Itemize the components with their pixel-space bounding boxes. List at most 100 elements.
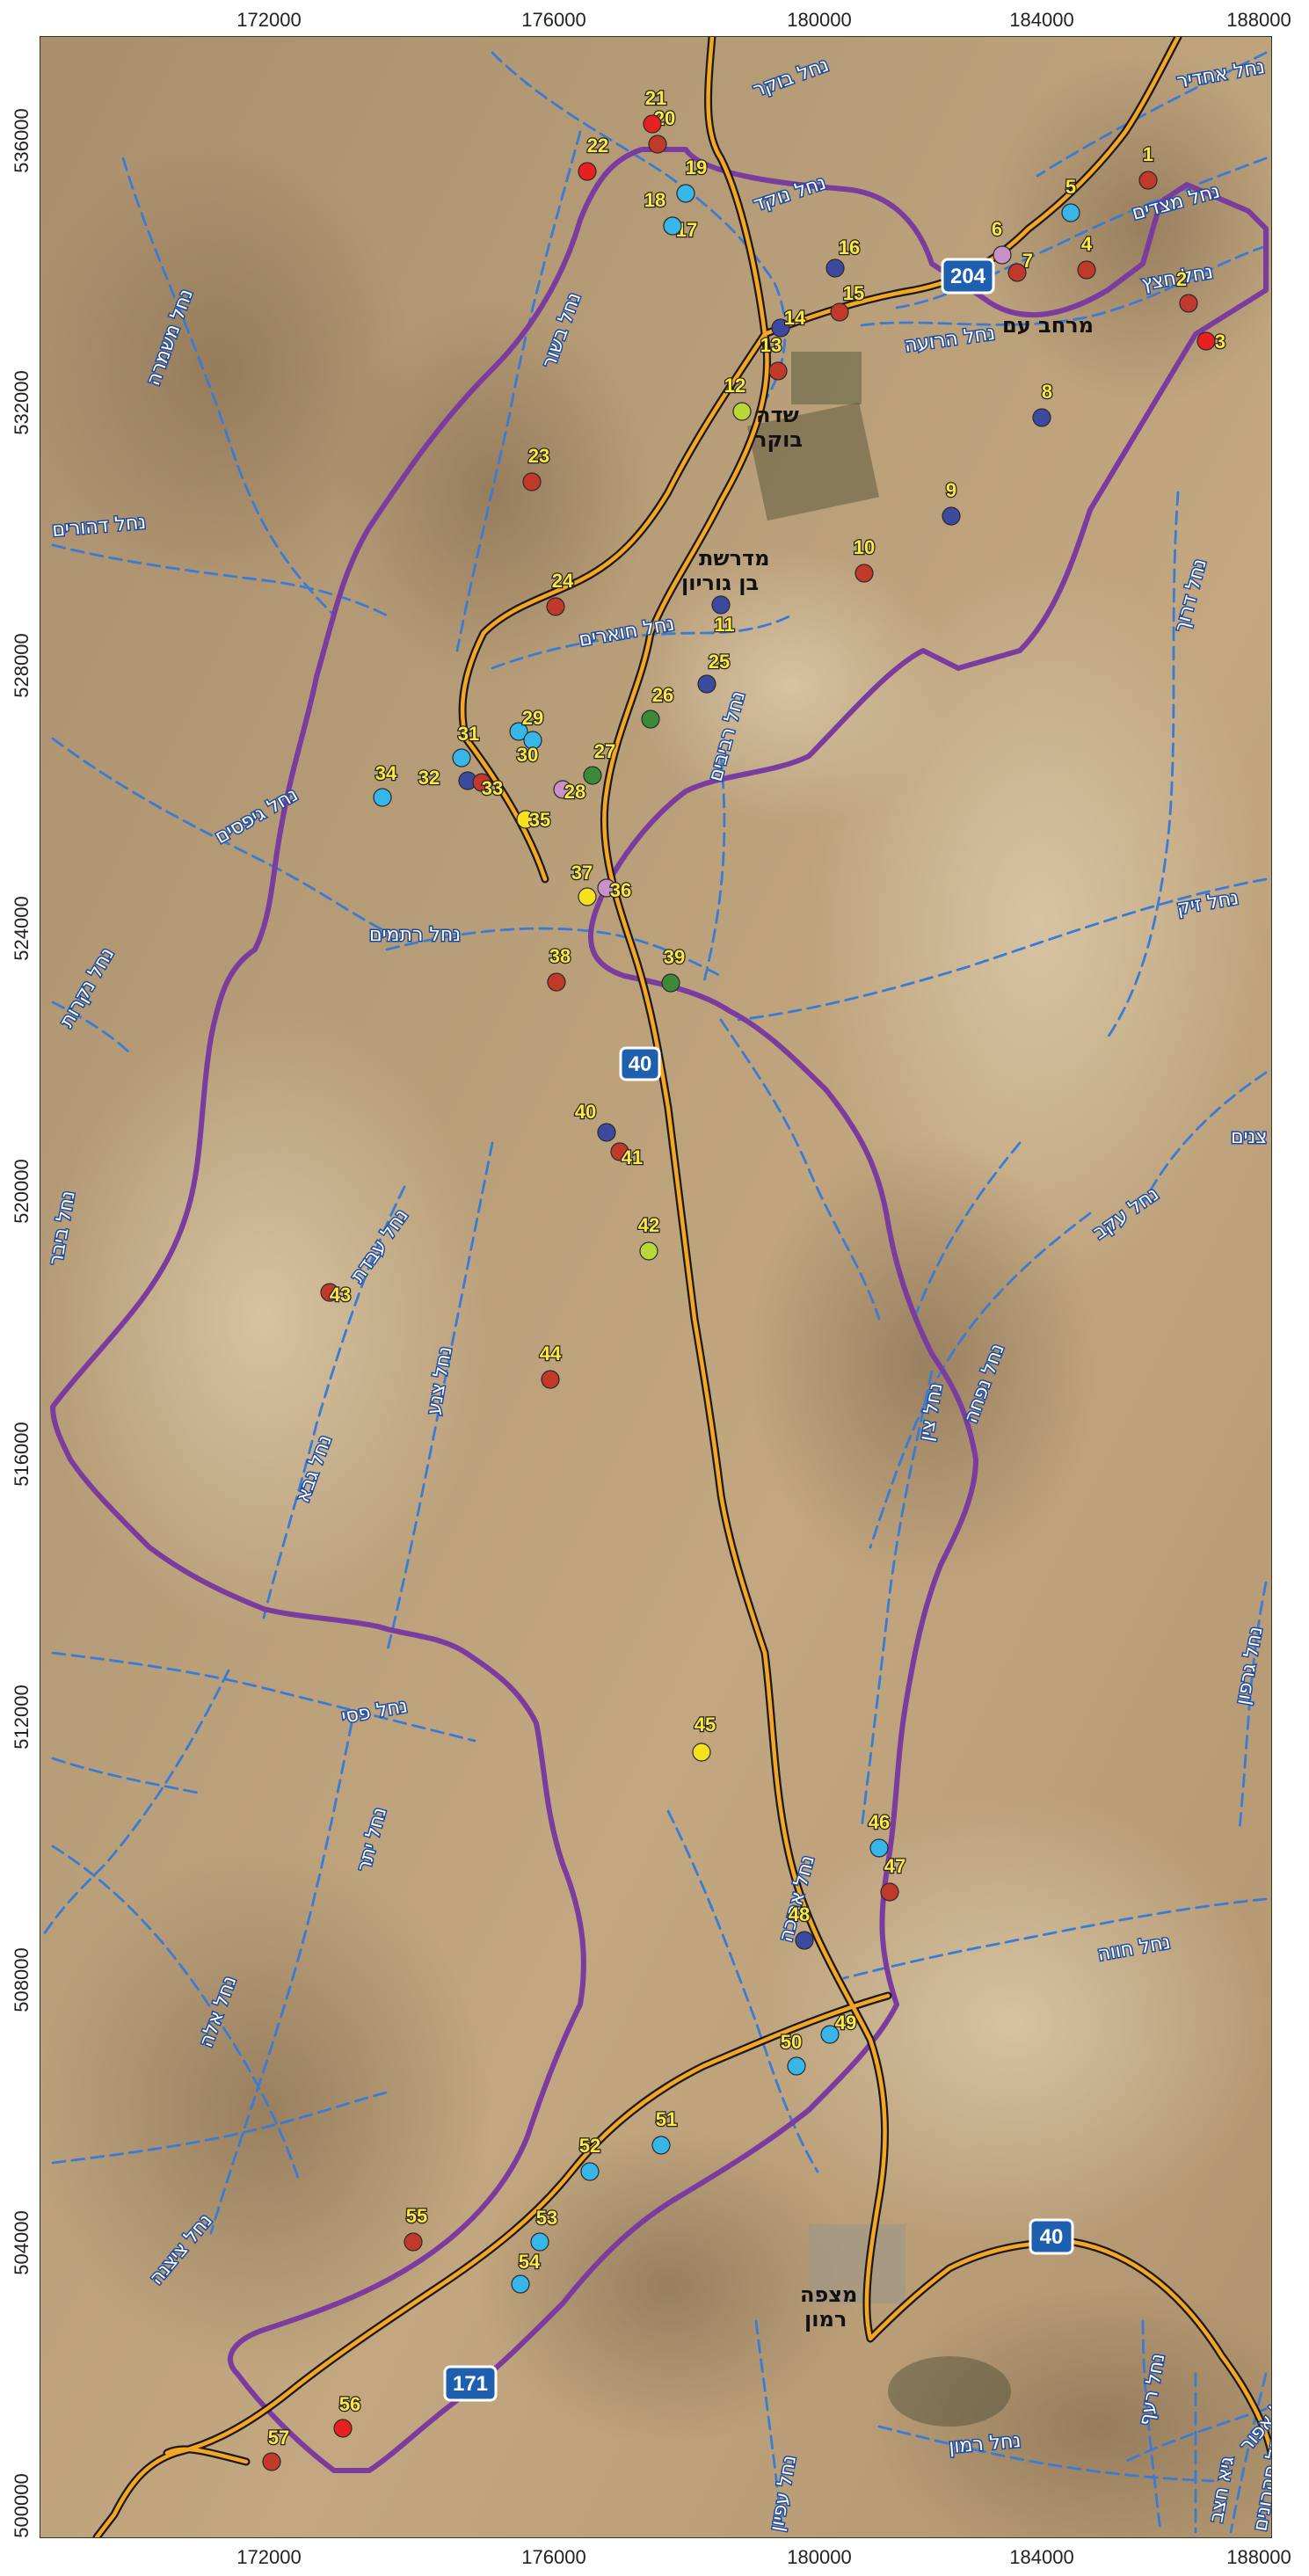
sampling-point-marker bbox=[404, 2232, 423, 2252]
sampling-point: 6 bbox=[991, 217, 1012, 265]
sampling-point-label: 36 bbox=[610, 879, 631, 901]
sampling-point: 40 bbox=[574, 1100, 616, 1142]
sampling-point-label: 28 bbox=[564, 781, 585, 803]
sampling-point-label: 46 bbox=[869, 1811, 890, 1833]
x-tick-label: 188000 bbox=[1226, 9, 1291, 31]
x-axis-bottom: 172000 176000 180000 184000 188000 bbox=[236, 2546, 1291, 2568]
sampling-point: 50 bbox=[780, 2030, 806, 2076]
sampling-point-marker bbox=[546, 597, 565, 616]
sampling-point-marker bbox=[452, 748, 471, 768]
sampling-point-label: 24 bbox=[552, 570, 574, 592]
y-tick-label: 516000 bbox=[11, 1422, 33, 1486]
y-tick-label: 512000 bbox=[11, 1685, 33, 1749]
sampling-point: 18 bbox=[644, 188, 682, 236]
sampling-point-label: 15 bbox=[843, 282, 864, 304]
x-tick-label: 172000 bbox=[236, 2546, 301, 2568]
sampling-point-marker bbox=[641, 709, 660, 729]
sampling-point: 15 bbox=[830, 281, 865, 322]
sampling-point-label: 6 bbox=[992, 218, 1002, 240]
sampling-point: 32 bbox=[418, 766, 477, 790]
sampling-point: 24 bbox=[546, 569, 575, 616]
sampling-point-label: 14 bbox=[784, 307, 806, 329]
y-tick-label: 528000 bbox=[11, 633, 33, 697]
sampling-point-marker bbox=[648, 135, 667, 154]
x-axis-top: 172000 176000 180000 184000 188000 bbox=[236, 9, 1291, 31]
sampling-point-marker bbox=[880, 1882, 899, 1902]
sampling-point: 49 bbox=[820, 2011, 857, 2044]
sampling-point-label: 13 bbox=[760, 334, 782, 356]
sampling-point-marker bbox=[697, 674, 716, 694]
sampling-point-label: 11 bbox=[714, 614, 734, 636]
sampling-point-marker bbox=[553, 780, 572, 799]
sampling-point: 2 bbox=[1175, 267, 1198, 313]
sampling-point-marker bbox=[854, 564, 874, 583]
sampling-point-marker bbox=[333, 2419, 353, 2438]
sampling-point: 37 bbox=[571, 861, 597, 906]
sampling-point: 47 bbox=[880, 1854, 906, 1902]
sampling-point: 36 bbox=[597, 878, 632, 902]
sampling-point-label: 12 bbox=[724, 375, 745, 397]
sampling-point-label: 41 bbox=[622, 1146, 643, 1168]
place-label: רמון bbox=[804, 2307, 847, 2332]
road-network bbox=[92, 37, 1271, 2537]
stream-label: נחל רתמים bbox=[369, 924, 461, 946]
svg-text:171: 171 bbox=[453, 2372, 488, 2396]
sampling-point: 26 bbox=[641, 683, 674, 729]
sampling-point: 52 bbox=[578, 2134, 601, 2181]
sampling-point-marker bbox=[578, 162, 597, 181]
sampling-point-marker bbox=[643, 114, 662, 134]
y-tick-label: 500000 bbox=[11, 2473, 33, 2537]
sampling-point-label: 54 bbox=[519, 2251, 541, 2273]
sampling-point-marker bbox=[869, 1838, 889, 1858]
sampling-point-label: 47 bbox=[884, 1855, 905, 1877]
sampling-point-marker bbox=[610, 1142, 629, 1161]
sampling-point-label: 3 bbox=[1215, 331, 1225, 353]
sampling-point: 3 bbox=[1196, 330, 1226, 353]
sampling-point: 8 bbox=[1032, 380, 1053, 427]
x-tick-label: 180000 bbox=[787, 2546, 851, 2568]
sampling-point: 39 bbox=[661, 945, 686, 993]
sampling-point-marker bbox=[597, 1123, 616, 1142]
sampling-point: 19 bbox=[676, 156, 708, 203]
sampling-point: 27 bbox=[583, 739, 616, 785]
place-label: בוקר bbox=[754, 427, 803, 452]
x-tick-label: 184000 bbox=[1009, 2546, 1073, 2568]
sampling-point: 23 bbox=[522, 444, 550, 491]
sampling-point-label: 9 bbox=[946, 479, 956, 501]
svg-text:40: 40 bbox=[629, 1052, 652, 1076]
sampling-point: 9 bbox=[942, 478, 961, 526]
sampling-point-marker bbox=[676, 184, 695, 203]
road-shield-40: 40 bbox=[619, 1046, 661, 1081]
sampling-point-marker bbox=[530, 2232, 549, 2252]
sampling-point: 45 bbox=[692, 1713, 716, 1762]
x-tick-label: 176000 bbox=[521, 2546, 585, 2568]
sampling-point-label: 56 bbox=[339, 2393, 360, 2415]
sampling-point: 35 bbox=[516, 808, 551, 832]
y-tick-label: 536000 bbox=[11, 108, 33, 172]
sampling-point-marker bbox=[787, 2056, 806, 2076]
sampling-point-marker bbox=[732, 402, 752, 421]
sampling-point-marker bbox=[1179, 294, 1198, 313]
sampling-point-label: 52 bbox=[579, 2135, 600, 2157]
sampling-point-marker bbox=[825, 258, 845, 278]
sampling-point-marker bbox=[320, 1283, 339, 1302]
sampling-point-marker bbox=[993, 245, 1012, 265]
x-tick-label: 176000 bbox=[521, 9, 585, 31]
terrain-texture bbox=[40, 53, 1271, 2537]
sampling-point-label: 49 bbox=[835, 2012, 856, 2034]
sampling-point-label: 55 bbox=[406, 2205, 427, 2227]
y-tick-label: 532000 bbox=[11, 370, 33, 434]
sampling-point-label: 5 bbox=[1065, 176, 1076, 198]
x-tick-label: 172000 bbox=[236, 9, 301, 31]
sampling-point-marker bbox=[711, 595, 731, 615]
sampling-point-label: 53 bbox=[536, 2207, 557, 2229]
sampling-point-label: 40 bbox=[575, 1101, 596, 1123]
sampling-point-label: 38 bbox=[549, 945, 571, 967]
place-labels: מרחב עם שדה בוקר מדרשת בן גוריון מצפה רמ… bbox=[681, 313, 1094, 2332]
sampling-point-label: 35 bbox=[529, 809, 550, 831]
sampling-point: 10 bbox=[853, 535, 876, 583]
place-label: מצפה bbox=[800, 2282, 857, 2307]
sampling-point-marker bbox=[523, 731, 542, 750]
